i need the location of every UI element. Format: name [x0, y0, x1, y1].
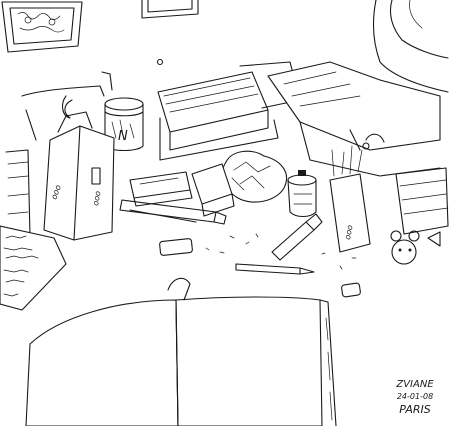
sharpener-tin — [287, 170, 317, 218]
marker-box — [129, 171, 193, 207]
frame-top-center — [141, 0, 199, 19]
boxes-right — [395, 167, 449, 235]
pencil-cup: ooo — [329, 145, 371, 253]
curtain-top-right — [372, 0, 449, 93]
box-label-right: ooo — [91, 190, 102, 206]
clutter-top-right — [267, 61, 441, 177]
framed-picture-top-left — [1, 1, 83, 53]
signature-date: 24-01-08 — [396, 392, 434, 401]
book-stack-center — [157, 61, 301, 161]
figurine-right — [390, 230, 441, 265]
stack-far-left — [3, 149, 31, 241]
signature-place: PARIS — [399, 403, 431, 416]
shavings — [205, 233, 357, 270]
pencil-box — [191, 163, 235, 217]
handwritten-letter — [0, 225, 67, 311]
signature-name: ZVIANE — [396, 379, 434, 390]
paper-box-left: ooo ooo — [43, 111, 115, 241]
open-sketchbook — [25, 277, 337, 426]
pencil — [235, 263, 315, 275]
jar-label: N — [118, 129, 128, 144]
diagonal-marker — [271, 213, 323, 261]
markers — [119, 199, 227, 225]
loose-papers-left — [21, 71, 113, 141]
pushpin — [156, 58, 164, 66]
pencil-box-label: ooo — [343, 224, 354, 240]
artist-signature: ZVIANE 24-01-08 PARIS — [384, 380, 446, 424]
eraser — [159, 238, 193, 256]
pen-cap — [341, 282, 361, 298]
